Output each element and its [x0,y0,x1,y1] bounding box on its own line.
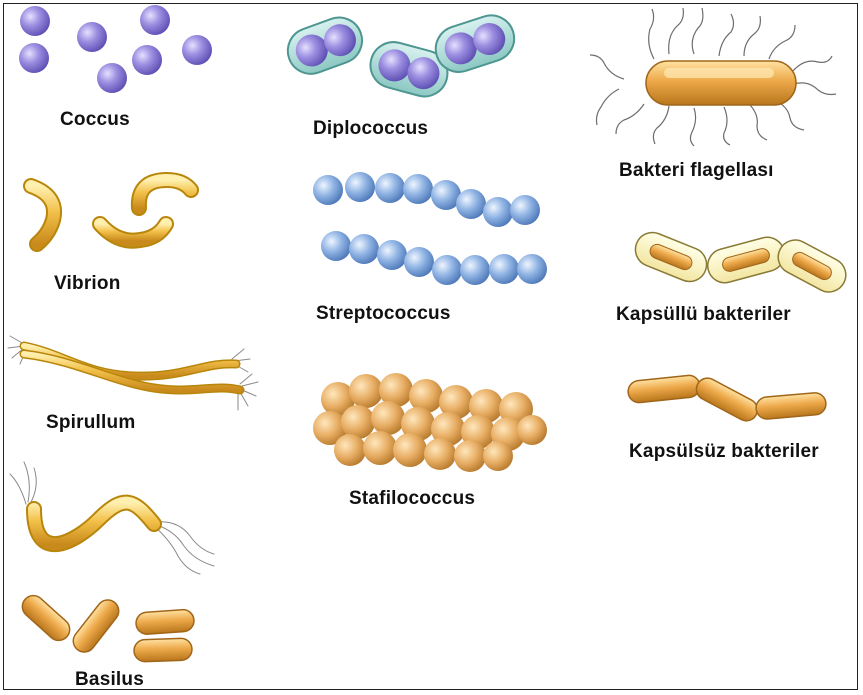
label-flagella: Bakteri flagellası [619,160,774,181]
basilus-illustration [18,591,195,662]
coccus-illustration [19,5,212,93]
label-vibrion: Vibrion [54,273,121,294]
flagellated-rod-body [646,61,796,105]
label-capsulated: Kapsüllü bakteriler [616,304,791,325]
label-streptococcus: Streptococcus [316,303,451,324]
label-noncapsulated: Kapsülsüz bakteriler [629,441,819,462]
spirullum-illustration [8,336,258,410]
label-stafilococcus: Stafilococcus [349,488,475,509]
label-coccus: Coccus [60,109,130,130]
streptococcus-illustration [313,172,547,285]
diplococcus-illustration [281,9,520,101]
label-spirullum: Spirullum [46,412,135,433]
noncapsulated-bacteria-illustration [627,374,827,424]
capsulated-bacteria-illustration [630,227,851,298]
stafilococcus-illustration [313,373,547,472]
vibrion-illustration [31,180,191,244]
curved-flagellated-bacterium-illustration [10,462,214,574]
label-diplococcus: Diplococcus [313,118,428,139]
bacteria-diagram: Coccus Diplococcus [4,4,858,690]
diagram-frame: Coccus Diplococcus [3,3,858,690]
label-basilus: Basilus [75,669,144,690]
